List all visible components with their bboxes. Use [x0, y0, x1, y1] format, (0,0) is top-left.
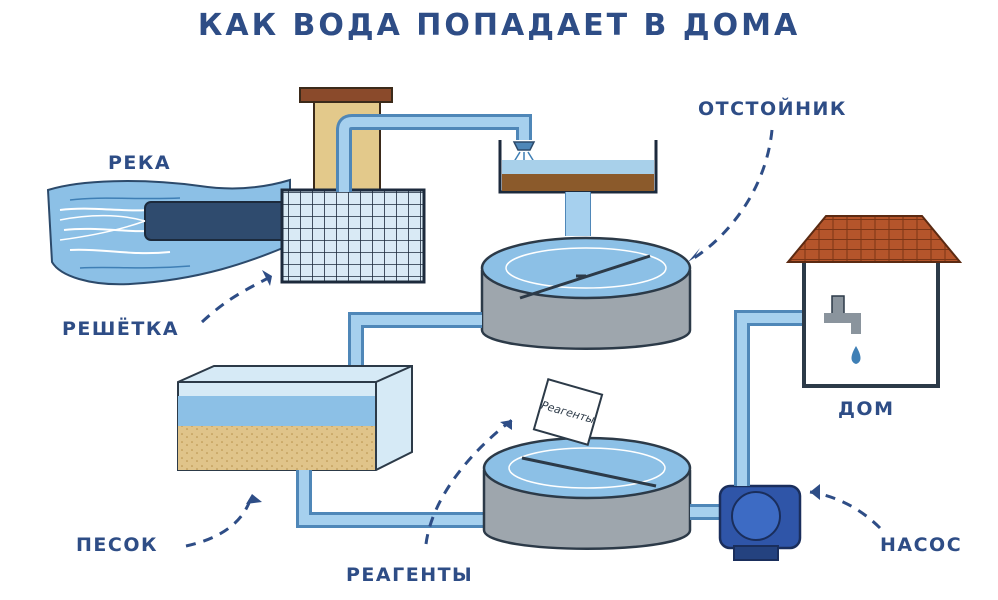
pipe-to-reagent-tank [296, 470, 486, 528]
reagent-bag: Реагенты [532, 378, 604, 446]
reagent-tank [482, 436, 692, 550]
house [785, 215, 963, 388]
diagram-title: КАК ВОДА ПОПАДАЕТ В ДОМА [197, 8, 801, 43]
arrowheads [246, 248, 820, 504]
label-river: РЕКА [108, 152, 172, 174]
grate [280, 188, 426, 284]
settler-tank [480, 236, 692, 350]
label-sand: ПЕСОК [76, 534, 159, 556]
label-pump: НАСОС [880, 534, 963, 556]
label-settler: ОТСТОЙНИК [698, 98, 847, 120]
settler-box [498, 140, 658, 236]
sand-filter [177, 365, 413, 471]
label-reagents: РЕАГЕНТЫ [346, 564, 474, 586]
pipe-to-sand [348, 312, 482, 365]
pump [718, 484, 802, 561]
label-grate: РЕШЁТКА [62, 318, 180, 340]
intake-pipe [144, 201, 291, 241]
label-house: ДОМ [838, 398, 895, 420]
